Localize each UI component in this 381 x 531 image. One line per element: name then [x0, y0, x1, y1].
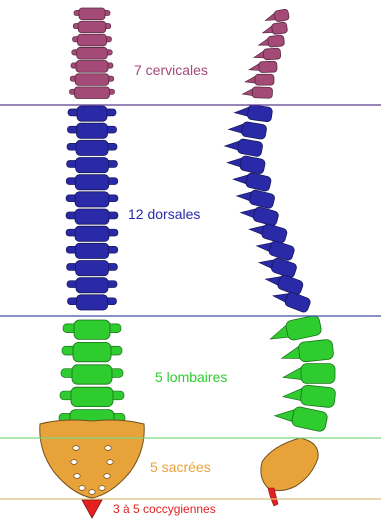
dorsal-vertebra-front — [67, 261, 118, 276]
cervical-vertebra-side — [245, 74, 274, 85]
label-sacral: 5 sacrées — [150, 459, 211, 475]
coccyx-front — [82, 500, 102, 518]
cervical-vertebra-front — [72, 47, 113, 59]
dorsal-vertebra-front — [67, 278, 117, 293]
dorsal-vertebra-front — [66, 226, 118, 241]
dorsal-vertebra-side — [232, 169, 272, 192]
lumbar-vertebra-side — [267, 315, 322, 345]
lumbar-vertebra-side — [283, 364, 335, 384]
sacral-foramen — [74, 474, 80, 479]
dorsal-vertebra-side — [224, 136, 263, 157]
dorsal-vertebra-front — [66, 243, 117, 258]
lumbar-vertebra-side — [282, 383, 336, 408]
cervical-vertebra-side — [262, 22, 288, 36]
cervical-vertebra-side — [253, 48, 280, 61]
dorsal-vertebra-front — [67, 295, 116, 310]
sacral-foramen — [89, 490, 95, 495]
dorsal-vertebra-front — [67, 158, 118, 173]
dorsal-vertebra-front — [68, 106, 116, 121]
spine-side-view — [224, 9, 336, 506]
label-dorsal: 12 dorsales — [128, 206, 200, 222]
cervical-vertebra-front — [71, 61, 113, 73]
dorsal-vertebra-front — [67, 123, 116, 138]
lumbar-vertebra-side — [280, 339, 334, 364]
sacral-foramen — [73, 446, 79, 451]
sacral-foramen — [71, 460, 77, 465]
sacral-foramen — [79, 486, 85, 491]
cervical-vertebra-side — [258, 35, 285, 48]
cervical-vertebra-side — [242, 86, 272, 98]
cervical-vertebra-side — [264, 9, 289, 24]
cervical-vertebra-front — [73, 21, 111, 33]
spine-front-view — [40, 8, 144, 518]
label-coccygeal: 3 à 5 coccygiennes — [113, 502, 216, 516]
lumbar-vertebra-front — [62, 342, 122, 361]
dorsal-vertebra-front — [66, 175, 117, 190]
cervical-vertebra-front — [74, 8, 110, 20]
sacral-foramen — [107, 460, 113, 465]
sacrum-side — [261, 438, 318, 491]
dorsal-vertebra-side — [228, 119, 267, 139]
cervical-vertebra-front — [73, 34, 112, 46]
cervical-vertebra-front — [70, 87, 115, 99]
dorsal-vertebra-side — [226, 153, 265, 175]
dorsal-vertebra-front — [66, 209, 118, 224]
dorsal-vertebra-front — [67, 140, 117, 155]
cervical-vertebra-front — [70, 74, 114, 86]
sacrum-front — [40, 420, 144, 498]
sacral-foramen — [104, 474, 110, 479]
cervical-vertebra-side — [249, 61, 277, 73]
label-lumbar: 5 lombaires — [155, 369, 227, 385]
dorsal-vertebra-front — [66, 192, 118, 207]
dorsal-vertebra-side — [236, 186, 276, 209]
lumbar-vertebra-front — [61, 365, 123, 384]
lumbar-vertebra-front — [63, 320, 121, 339]
sacral-foramen — [105, 446, 111, 451]
sacral-foramen — [99, 486, 105, 491]
lumbar-vertebra-front — [60, 387, 124, 406]
label-cervical: 7 cervicales — [134, 62, 208, 78]
